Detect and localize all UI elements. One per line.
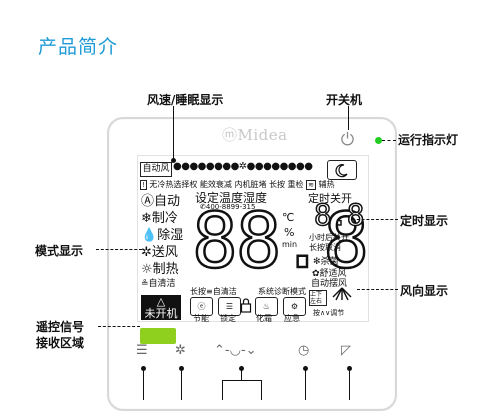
power-off-indicator: △ 未开机 xyxy=(141,295,181,320)
menu-icon[interactable]: ☰ xyxy=(136,343,148,358)
heater-icon: ≋ xyxy=(306,180,316,190)
info-icon: ! xyxy=(140,180,147,190)
power-icon[interactable] xyxy=(340,131,355,146)
defrost-label: 化霜 xyxy=(256,314,272,323)
brand-logo: ⓜMidea xyxy=(222,126,288,144)
leader-dot-3 xyxy=(239,366,244,371)
mode-dry: 💧除湿 xyxy=(141,228,184,243)
main-digits: 88.8 xyxy=(191,195,371,287)
label-mode-display: 模式显示 xyxy=(35,244,84,258)
leader-dot-1 xyxy=(141,366,146,371)
unit-percent: % xyxy=(284,226,295,239)
moon-icon xyxy=(335,164,348,178)
timer-digits: 8.8 xyxy=(313,197,365,233)
swing-dir-box: 上下 左右 xyxy=(309,290,327,306)
leader-wind xyxy=(357,289,398,290)
timer-clock-icon[interactable]: ◷ xyxy=(298,343,310,358)
auto-icon: Ⓐ xyxy=(141,194,155,209)
mode-fan: ✲送风 xyxy=(141,245,178,260)
leader-mode xyxy=(96,249,142,250)
sleep-box xyxy=(327,160,357,180)
comfort-icon: ✿ xyxy=(312,269,320,279)
label-remote-1: 遥控信号 xyxy=(36,320,85,334)
warning-icon: △ xyxy=(156,295,166,308)
leader-led xyxy=(382,140,396,141)
press-adjust: 按∧∨调节 xyxy=(313,309,345,317)
sun-icon: ☼ xyxy=(141,262,153,277)
energy-save-icon: ⓔ xyxy=(190,297,213,316)
label-wind-dir: 风向显示 xyxy=(400,284,449,298)
leader-remote xyxy=(98,326,140,327)
leader-fan-sleep xyxy=(173,106,174,161)
leader-btn-2 xyxy=(181,368,182,400)
energy-save-label: 节能 xyxy=(193,314,209,323)
remote-receiver-area xyxy=(140,328,176,344)
leader-btn-4 xyxy=(305,368,306,400)
mode-heat: ☼制热 xyxy=(141,262,179,277)
lock-label: 锁定 xyxy=(220,314,236,323)
leader-dot-2 xyxy=(179,366,184,371)
fan-speed-dots: ●●●●●●●●✲●●●●●●●● xyxy=(173,161,313,172)
defrost-icon: ♨ xyxy=(255,297,278,316)
mode-auto: Ⓐ自动 xyxy=(141,194,181,209)
comfort-wind-label: ✿舒适风 xyxy=(312,269,347,279)
service-phone: ✆400-8899-315 xyxy=(200,203,256,211)
leader-dot-5 xyxy=(347,366,352,371)
long-press-cancel: 长按取消 xyxy=(309,243,341,252)
leader-power xyxy=(348,106,349,130)
run-indicator-led xyxy=(375,137,382,144)
fan-icon: ✲ xyxy=(141,245,152,260)
leader-dot-4 xyxy=(303,366,308,371)
temp-up-down-icon[interactable]: ⌃-◡-⌄ xyxy=(214,343,257,358)
unit-min: min xyxy=(282,240,298,249)
leader-btn-3-bar xyxy=(222,380,261,381)
label-timer-display: 定时显示 xyxy=(400,214,449,228)
fan-auto-box: 自动风 xyxy=(140,162,172,177)
hours-after-off: 小时后关开 xyxy=(309,233,349,242)
sterilize-label: ✻杀菌 xyxy=(313,257,339,267)
timer-onoff-label: 定时关开 xyxy=(308,192,352,205)
leader-btn-3b xyxy=(261,380,262,400)
leader-btn-5 xyxy=(349,368,350,400)
clean-icon: ≗ xyxy=(141,279,149,289)
lcd-screen xyxy=(137,155,369,322)
label-fan-sleep: 风速/睡眠显示 xyxy=(147,93,224,107)
emergency-label: 应急 xyxy=(284,314,300,323)
emergency-icon: ⚙ xyxy=(283,297,306,316)
mode-cool: ❄制冷 xyxy=(141,211,178,226)
swing-button-icon[interactable]: ◸ xyxy=(341,343,351,358)
label-power: 开关机 xyxy=(326,93,363,107)
sterilize-icon: ✻ xyxy=(313,257,321,267)
label-remote-2: 接收区域 xyxy=(36,336,85,350)
leader-btn-1 xyxy=(143,368,144,400)
snowflake-icon: ❄ xyxy=(141,211,152,226)
drop-icon: 💧 xyxy=(141,228,158,243)
leader-btn-3a xyxy=(222,380,223,400)
long-press-clean: 长按≡自清洁 xyxy=(190,287,237,296)
auto-clean: ≗自清洁 xyxy=(141,279,176,289)
lock-icon xyxy=(240,298,252,313)
swing-rays-icon xyxy=(332,287,352,301)
unit-celsius: ℃ xyxy=(282,211,295,224)
leader-dot xyxy=(171,158,176,163)
status-row: ! 无冷热选择权 能效衰减 内机脏堵 长按 重检 ≋ 辅热 xyxy=(140,180,335,190)
auto-swing-label: 自动摆风 xyxy=(311,279,348,289)
leader-btn-3 xyxy=(241,368,242,380)
page-title: 产品简介 xyxy=(38,36,119,58)
lock-grid-icon: ☰ xyxy=(218,297,241,316)
system-diag: 系统诊断模式 xyxy=(258,287,306,296)
leader-timer xyxy=(352,219,398,220)
set-temp-label: 设定温度湿度 xyxy=(195,191,268,205)
fan-button-icon[interactable]: ✲ xyxy=(175,343,186,358)
label-run-led: 运行指示灯 xyxy=(398,133,459,147)
